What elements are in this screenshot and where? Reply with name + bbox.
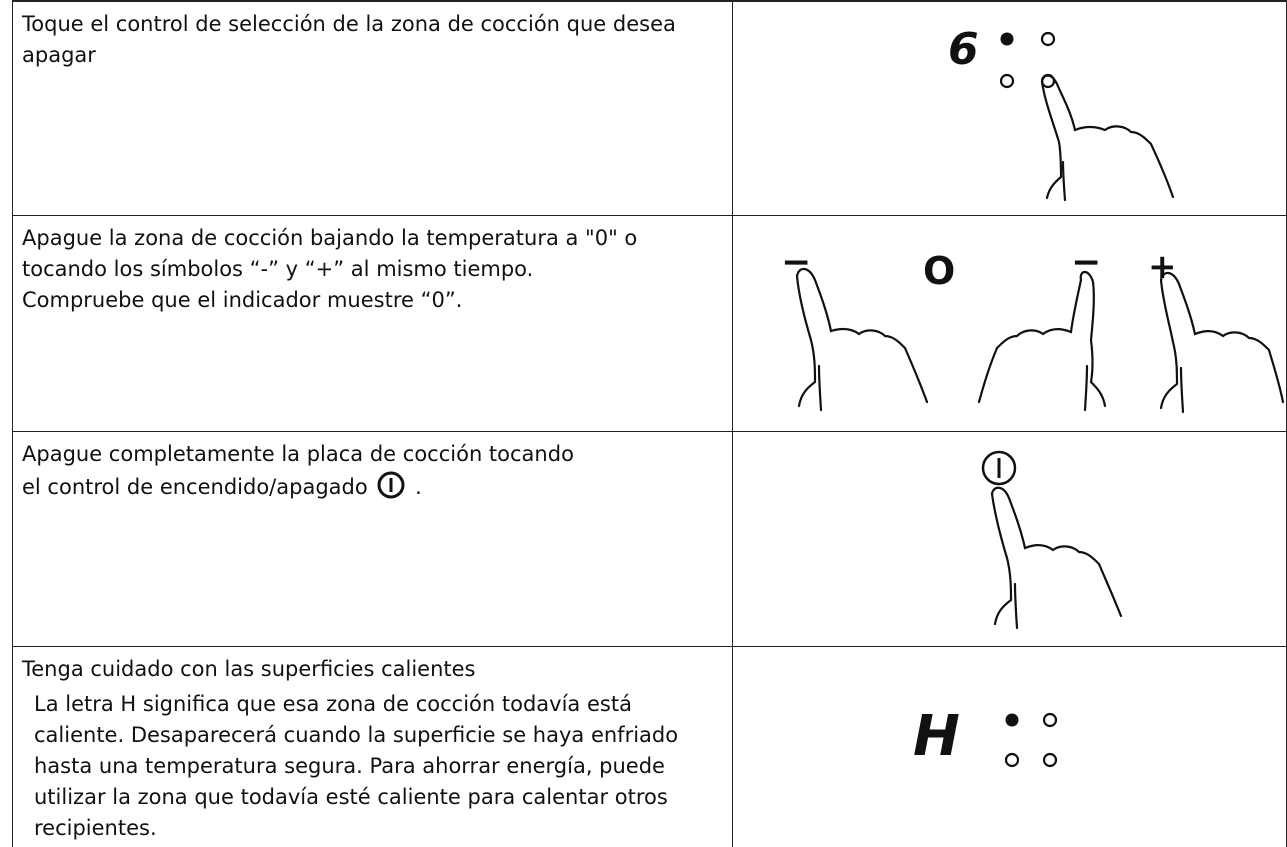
text-cell: Tenga cuidado con las superficies calien… [13,647,733,847]
select-zone-illustration: 6 [948,24,1175,202]
indicator-dot-filled [1005,713,1019,727]
instruction-line: Apague la zona de cocción bajando la tem… [22,226,638,250]
plus-symbol: + [1148,247,1177,287]
turn-off-zone-illustration: − O − + [781,242,1285,414]
illustration-cell: − O − + [733,216,1286,431]
indicator-dot-empty [1004,752,1020,768]
instruction-text: Toque el control de selección de la zona… [22,12,676,67]
table-row: Toque el control de selección de la zona… [12,0,1287,215]
indicator-dot-filled [1000,32,1014,46]
text-cell: Toque el control de selección de la zona… [13,2,733,215]
instruction-table: Toque el control de selección de la zona… [12,0,1287,847]
touching-finger-icon [1040,74,1175,202]
table-row: Apague completamente la placa de cocción… [12,431,1287,647]
indicator-dot-empty [1040,31,1056,47]
indicator-dot-empty [999,73,1015,89]
warning-body: La letra H significa que esa zona de coc… [34,692,679,840]
text-cell: Apague la zona de cocción bajando la tem… [13,216,733,431]
power-button-icon [981,450,1017,486]
power-button-icon [377,471,405,499]
text-cell: Apague completamente la placa de cocción… [13,432,733,646]
zero-display: O [923,249,955,293]
instruction-paragraph: Apague completamente la placa de cocción… [22,439,582,503]
touching-finger-icon [1159,271,1285,414]
touching-finger-icon [795,267,929,412]
display-letter: H [913,704,960,769]
instruction-period: . [415,475,422,499]
illustration-cell: H [733,647,1286,847]
touching-finger-icon [990,486,1123,630]
instruction-text: Apague completamente la placa de cocción… [22,442,574,499]
warning-heading: Tenga cuidado con las superficies calien… [22,657,476,681]
illustration-cell [733,432,1286,646]
indicator-dot-empty [1042,752,1058,768]
hot-surface-illustration: H [913,704,1058,769]
instruction-line: tocando los símbolos “-” y “+” al mismo … [22,257,534,281]
table-row: Tenga cuidado con las superficies calien… [12,647,1287,847]
power-off-illustration [981,450,1123,630]
illustration-cell: 6 [733,2,1286,215]
display-digit: 6 [948,24,979,75]
touching-finger-icon [977,270,1107,412]
table-row: Apague la zona de cocción bajando la tem… [12,215,1287,431]
minus-symbol: − [1071,242,1101,283]
instruction-line: Compruebe que el indicador muestre “0”. [22,288,463,312]
indicator-dot-empty [1042,712,1058,728]
